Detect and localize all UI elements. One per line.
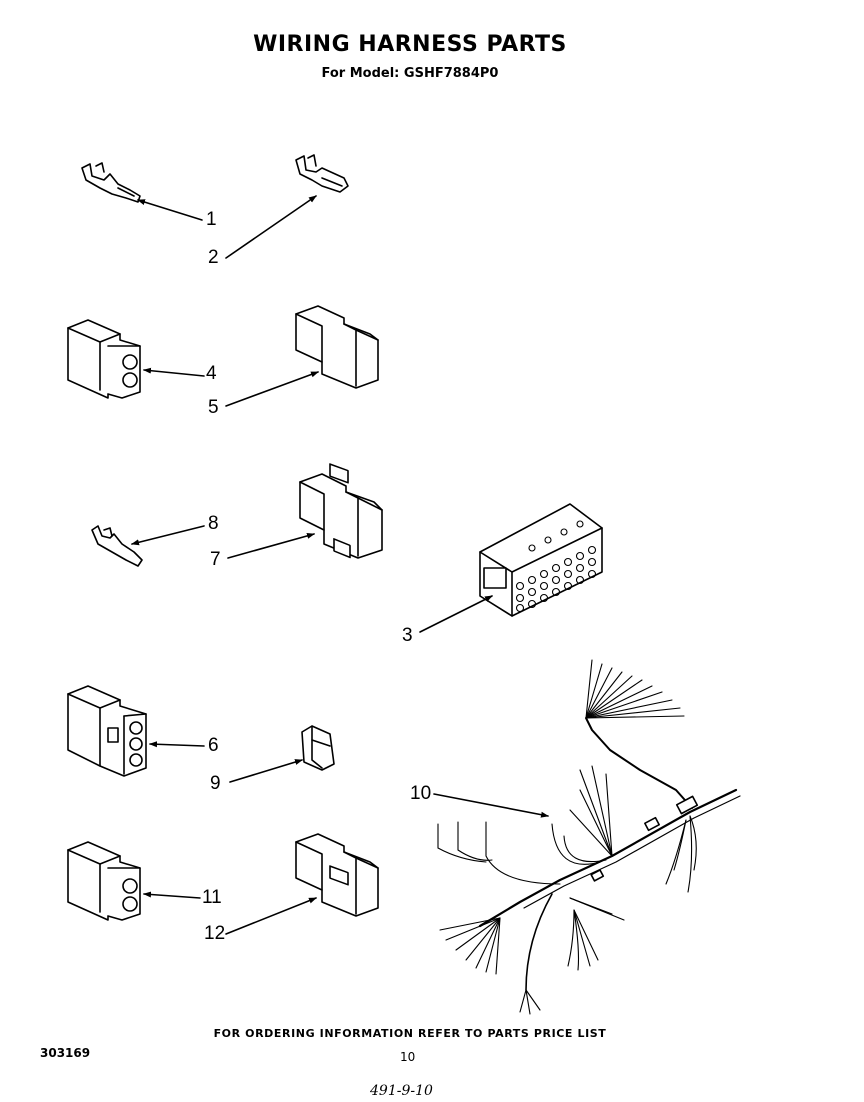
- callout-8: 8: [208, 513, 219, 534]
- part-3-terminal-block: [479, 503, 603, 617]
- callout-6: 6: [208, 735, 219, 756]
- callout-3: 3: [402, 625, 413, 646]
- callout-4: 4: [206, 363, 217, 384]
- callout-10: 10: [410, 783, 432, 804]
- callout-1: 1: [206, 209, 217, 230]
- part-5-connector: [295, 305, 379, 484]
- part-9-clip: [301, 725, 335, 771]
- part-8-terminal: [91, 525, 143, 567]
- model-subtitle: For Model: GSHF7884P0: [321, 66, 499, 81]
- part-7-connector: [299, 473, 383, 559]
- document-number: 303169: [40, 1046, 91, 1060]
- ordering-info-note: FOR ORDERING INFORMATION REFER TO PARTS …: [213, 1027, 607, 1040]
- page-title: WIRING HARNESS PARTS: [253, 32, 567, 57]
- callout-5: 5: [208, 397, 219, 418]
- part-12-connector: [295, 833, 379, 917]
- part-11-connector: [67, 841, 141, 921]
- part-6-connector: [67, 685, 147, 777]
- callout-11: 11: [202, 887, 222, 908]
- callout-12: 12: [204, 923, 226, 944]
- page-number: 10: [400, 1050, 416, 1064]
- part-10-wiring-harness: [437, 659, 741, 1015]
- part-1-terminal: [81, 162, 141, 203]
- handwritten-note: 491-9-10: [370, 1083, 433, 1099]
- leader-lines: [131, 195, 549, 935]
- callout-7: 7: [210, 549, 221, 570]
- part-4-connector: [67, 319, 141, 399]
- part-2-terminal: [295, 154, 349, 193]
- callout-9: 9: [210, 773, 221, 794]
- callout-2: 2: [208, 247, 219, 268]
